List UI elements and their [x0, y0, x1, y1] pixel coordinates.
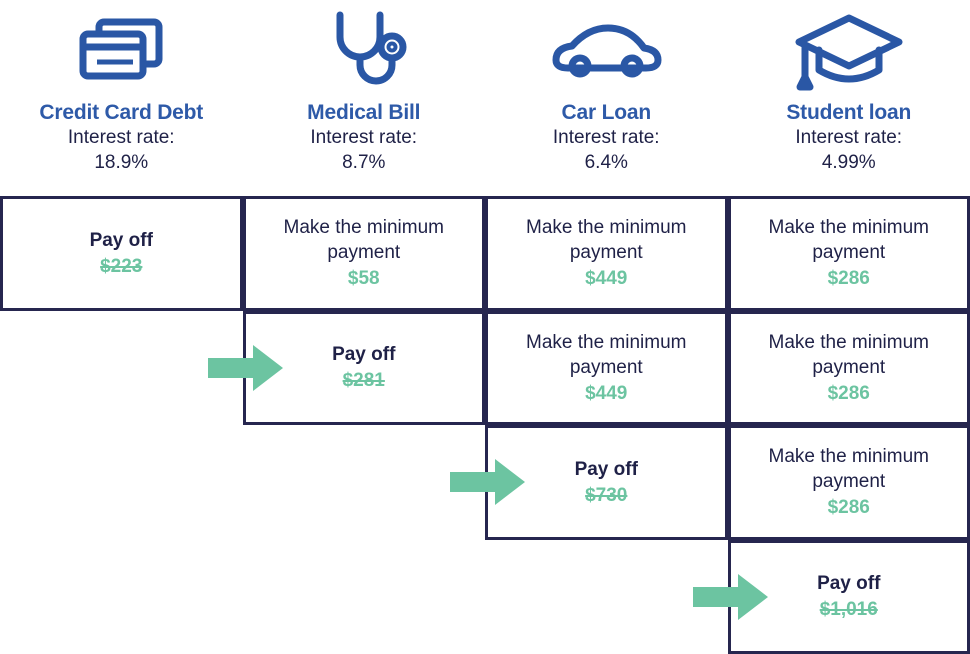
interest-rate-label: Interest rate: [553, 125, 660, 150]
minimum-payment-label: Make the minimum payment [501, 215, 711, 265]
stethoscope-icon [314, 0, 414, 100]
payment-amount: $286 [828, 381, 870, 406]
debt-column-header-student-loan: Student loan Interest rate: 4.99% [728, 0, 970, 196]
payment-amount: $223 [100, 254, 142, 279]
payment-cell-medical-bill-period-1: Make the minimum payment$58 [243, 196, 486, 311]
debt-column-header-car-loan: Car Loan Interest rate: 6.4% [485, 0, 728, 196]
payoff-label: Pay off [332, 342, 395, 367]
arrow-to-car-loan-payoff [450, 459, 525, 505]
interest-rate-value: 8.7% [342, 150, 385, 175]
credit-cards-icon [71, 0, 171, 100]
interest-rate-value: 4.99% [822, 150, 876, 175]
payoff-label: Pay off [817, 571, 880, 596]
payment-amount: $449 [585, 266, 627, 291]
payment-cell-student-loan-period-1: Make the minimum payment$286 [728, 196, 970, 311]
interest-rate-value: 18.9% [94, 150, 148, 175]
debt-title: Medical Bill [307, 100, 420, 125]
minimum-payment-label: Make the minimum payment [501, 330, 711, 380]
debt-column-header-credit-card: Credit Card Debt Interest rate: 18.9% [0, 0, 243, 196]
payoff-label: Pay off [575, 457, 638, 482]
payment-cell-student-loan-period-3: Make the minimum payment$286 [728, 425, 970, 540]
debt-title: Student loan [786, 100, 911, 125]
minimum-payment-label: Make the minimum payment [744, 215, 954, 265]
payment-amount: $1,016 [820, 597, 878, 622]
payment-amount: $58 [348, 266, 380, 291]
payment-cell-car-loan-period-2: Make the minimum payment$449 [485, 311, 728, 426]
minimum-payment-label: Make the minimum payment [744, 330, 954, 380]
minimum-payment-label: Make the minimum payment [744, 444, 954, 494]
debt-title: Credit Card Debt [39, 100, 203, 125]
debt-title: Car Loan [562, 100, 651, 125]
payment-amount: $286 [828, 495, 870, 520]
debt-header-row: Credit Card Debt Interest rate: 18.9% Me… [0, 0, 970, 196]
payment-amount: $449 [585, 381, 627, 406]
minimum-payment-label: Make the minimum payment [259, 215, 469, 265]
interest-rate-label: Interest rate: [795, 125, 902, 150]
payment-amount: $286 [828, 266, 870, 291]
payoff-label: Pay off [90, 228, 153, 253]
graduation-cap-icon [789, 0, 909, 100]
arrow-to-medical-bill-payoff [208, 345, 283, 391]
payment-cell-student-loan-period-2: Make the minimum payment$286 [728, 311, 970, 426]
debt-column-header-medical-bill: Medical Bill Interest rate: 8.7% [243, 0, 486, 196]
arrow-to-student-loan-payoff [693, 574, 768, 620]
payment-cell-credit-card-period-1: Pay off$223 [0, 196, 243, 311]
payment-amount: $281 [343, 368, 385, 393]
car-icon [546, 0, 666, 100]
interest-rate-label: Interest rate: [68, 125, 175, 150]
payment-cell-car-loan-period-1: Make the minimum payment$449 [485, 196, 728, 311]
interest-rate-value: 6.4% [585, 150, 628, 175]
payment-amount: $730 [585, 483, 627, 508]
interest-rate-label: Interest rate: [310, 125, 417, 150]
